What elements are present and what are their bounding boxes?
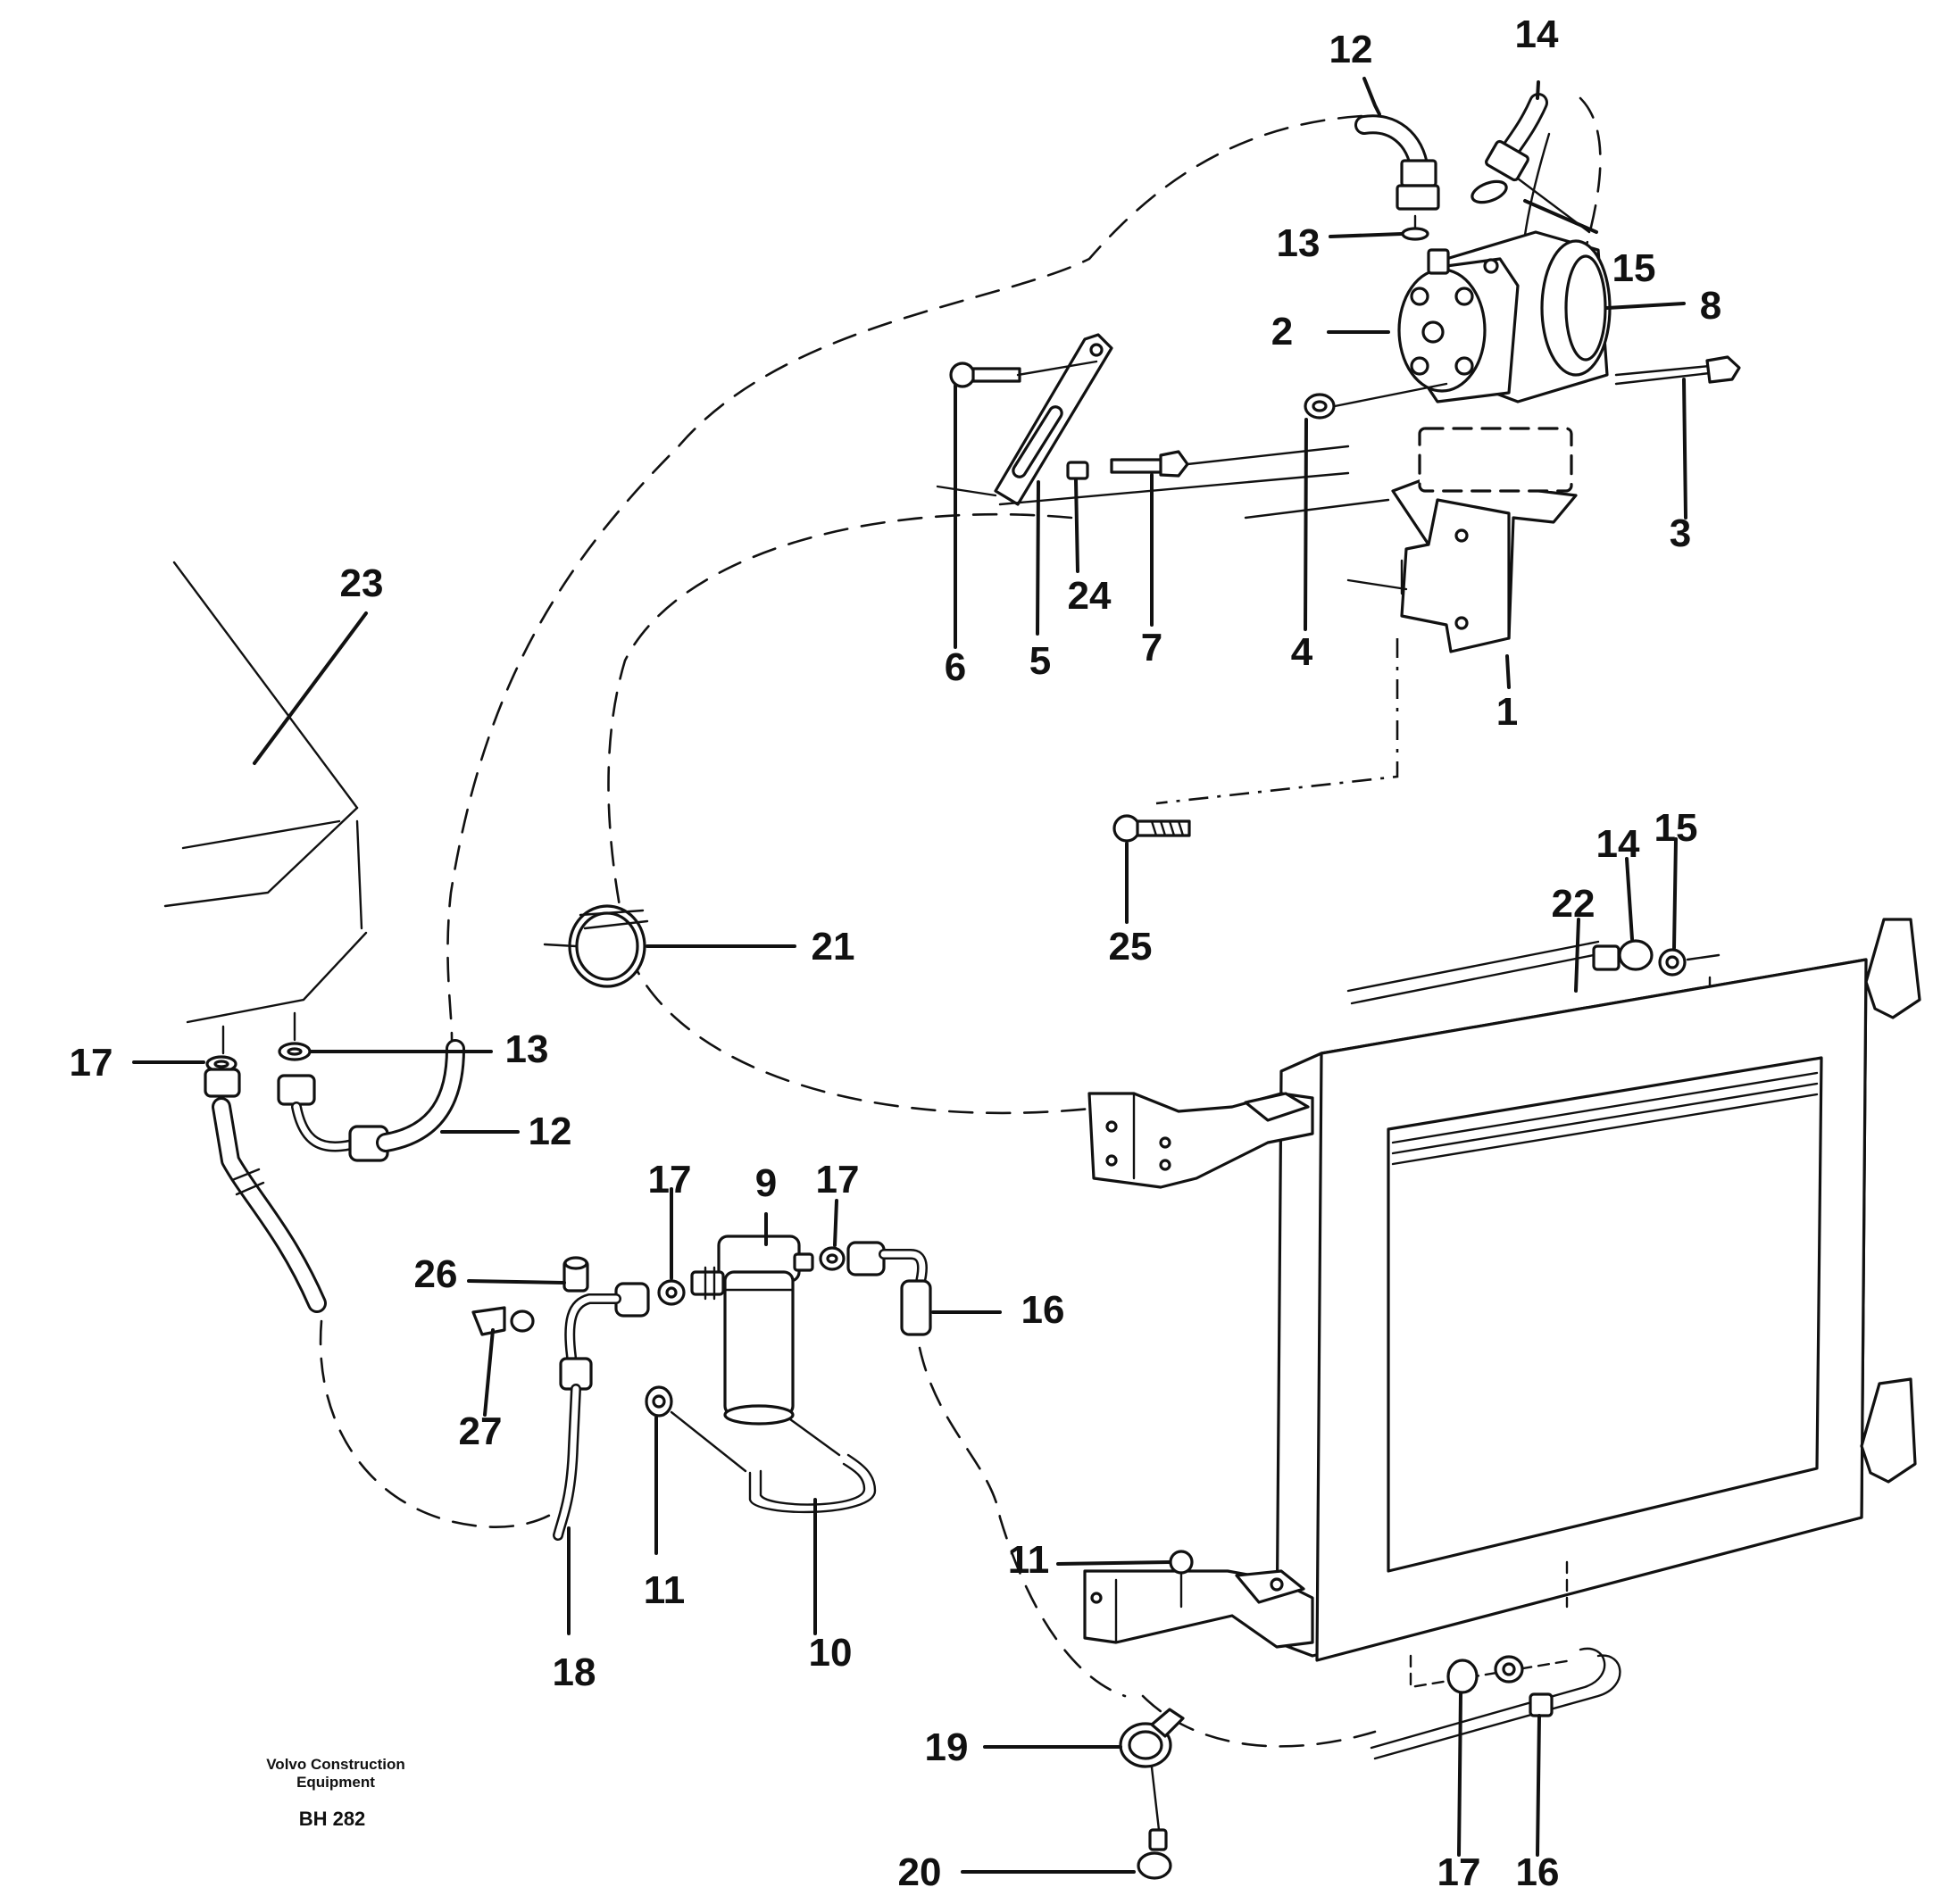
callout-labels: 1 2 3 4 5 6 7 8 9 10 11 11 12 12 13 13 1… — [70, 12, 1722, 1894]
callout-1: 1 — [1496, 690, 1518, 734]
callout-11-left: 11 — [644, 1568, 686, 1612]
company-name-line2: Equipment — [296, 1774, 375, 1791]
callout-12-left: 12 — [529, 1110, 572, 1153]
callout-7: 7 — [1141, 626, 1162, 669]
callout-9: 9 — [755, 1161, 777, 1205]
callout-24: 24 — [1068, 574, 1112, 618]
callout-17-mid-right: 17 — [816, 1158, 860, 1201]
leader-lines — [132, 77, 1687, 1874]
footer: Volvo Construction Equipment BH 282 — [266, 1756, 405, 1830]
callout-18: 18 — [553, 1650, 596, 1694]
hose-clamp — [543, 904, 649, 988]
hose-clip — [1119, 1708, 1185, 1880]
callout-17-bottom: 17 — [1437, 1850, 1481, 1894]
callout-6: 6 — [945, 645, 966, 689]
callout-17-mid-left: 17 — [648, 1158, 692, 1201]
callout-25: 25 — [1109, 925, 1153, 969]
condenser — [1083, 918, 1921, 1760]
callout-13-top: 13 — [1277, 221, 1321, 265]
callout-16-bottom: 16 — [1516, 1850, 1560, 1894]
routing-lines — [319, 96, 1602, 1748]
callout-13-left: 13 — [505, 1027, 549, 1071]
callout-8: 8 — [1700, 284, 1721, 328]
callout-14-right: 14 — [1596, 822, 1640, 866]
callout-4: 4 — [1291, 630, 1313, 674]
compressor-assembly — [936, 93, 1741, 653]
callout-16-mid: 16 — [1021, 1288, 1065, 1332]
callout-15-right: 15 — [1654, 806, 1698, 850]
callout-3: 3 — [1670, 511, 1691, 555]
callout-22: 22 — [1552, 882, 1596, 926]
callout-15-top: 15 — [1612, 246, 1656, 290]
callout-14-top: 14 — [1515, 12, 1559, 56]
company-name-line1: Volvo Construction — [266, 1756, 405, 1773]
callout-11-right: 11 — [1008, 1538, 1050, 1582]
cab-body — [163, 561, 368, 1024]
callout-12-top: 12 — [1329, 28, 1373, 71]
callout-26: 26 — [414, 1252, 458, 1296]
left-hoses — [204, 1011, 465, 1313]
callout-21: 21 — [812, 925, 855, 969]
bolt-25 — [1112, 814, 1191, 843]
callout-19: 19 — [925, 1725, 969, 1769]
callout-17-left: 17 — [70, 1041, 113, 1085]
callout-10: 10 — [809, 1631, 853, 1675]
receiver-drier — [471, 1235, 932, 1541]
callout-20: 20 — [898, 1850, 942, 1894]
drawing-code: BH 282 — [299, 1808, 366, 1830]
callout-5: 5 — [1029, 639, 1051, 683]
callout-2: 2 — [1271, 310, 1293, 353]
callout-23: 23 — [340, 561, 384, 605]
callout-27: 27 — [459, 1409, 503, 1453]
